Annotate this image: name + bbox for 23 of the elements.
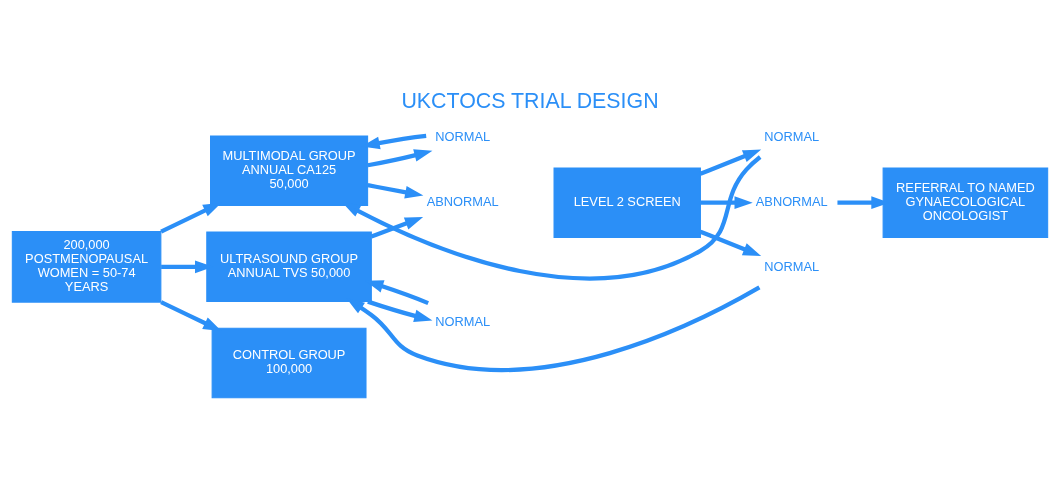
node-text: NORMAL	[764, 128, 820, 144]
arrow	[346, 285, 761, 372]
arrow	[370, 217, 424, 239]
arrow	[367, 183, 424, 199]
arrow	[367, 149, 433, 168]
arrow	[342, 155, 762, 281]
node-box: LEVEL 2 SCREEN	[553, 167, 701, 238]
node-box: MULTIMODAL GROUP ANNUAL CA125 50,000	[210, 135, 369, 206]
diagram-title: UKCTOCS TRIAL DESIGN	[401, 88, 659, 113]
node-box: REFERRAL TO NAMED GYNAECOLOGICAL ONCOLOGIST	[882, 167, 1049, 238]
arrow	[699, 149, 762, 176]
node-text: NORMAL	[764, 259, 820, 275]
arrow	[367, 299, 433, 323]
arrow	[160, 300, 222, 331]
node-box: ULTRASOUND GROUP ANNUAL TVS 50,000	[206, 231, 372, 303]
node-text: ABNORMAL	[755, 194, 828, 210]
node-text: NORMAL	[435, 313, 491, 329]
node-text: ABNORMAL	[426, 194, 499, 210]
node-box: CONTROL GROUP 100,000	[211, 327, 367, 399]
arrow	[700, 196, 753, 210]
node-text: NORMAL	[435, 128, 491, 144]
node-box: 200,000 POSTMENOPAUSAL WOMEN = 50-74 YEARS	[11, 231, 162, 303]
arrow	[699, 229, 762, 257]
